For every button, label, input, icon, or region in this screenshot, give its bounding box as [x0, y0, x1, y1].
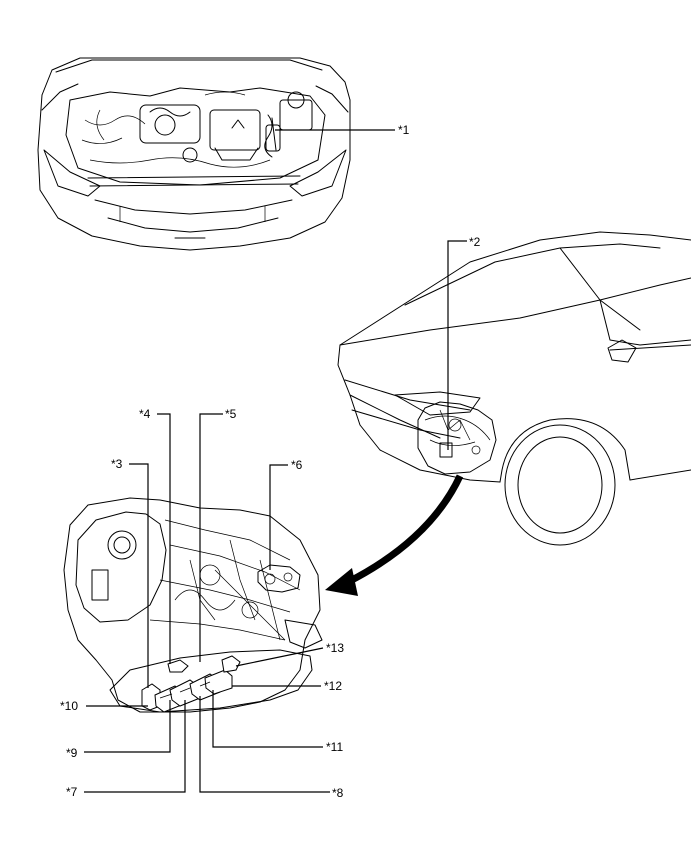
callout-label-3: *3 — [111, 457, 123, 471]
callout-label-6: *6 — [291, 458, 303, 472]
callout-label-12: *12 — [324, 679, 342, 693]
callout-label-4: *4 — [139, 407, 151, 421]
callout-label-5: *5 — [225, 407, 237, 421]
vehicle-illustration — [337, 231, 691, 546]
callout-labels: *1 *2 *3 *4 *5 *6 *7 *8 *9 *10 *11 *12 *… — [60, 123, 481, 800]
callout-label-11: *11 — [326, 740, 343, 754]
zoom-arrow — [325, 474, 464, 596]
callout-label-2: *2 — [469, 235, 481, 249]
callout-label-9: *9 — [66, 746, 78, 760]
transaxle-illustration — [63, 497, 323, 713]
callout-label-13: *13 — [326, 641, 344, 655]
callout-leaders — [84, 129, 467, 793]
engine-bay-illustration — [37, 57, 351, 251]
callout-label-8: *8 — [332, 786, 344, 800]
callout-label-7: *7 — [66, 785, 78, 799]
callout-label-1: *1 — [398, 123, 410, 137]
callout-label-10: *10 — [60, 699, 78, 713]
